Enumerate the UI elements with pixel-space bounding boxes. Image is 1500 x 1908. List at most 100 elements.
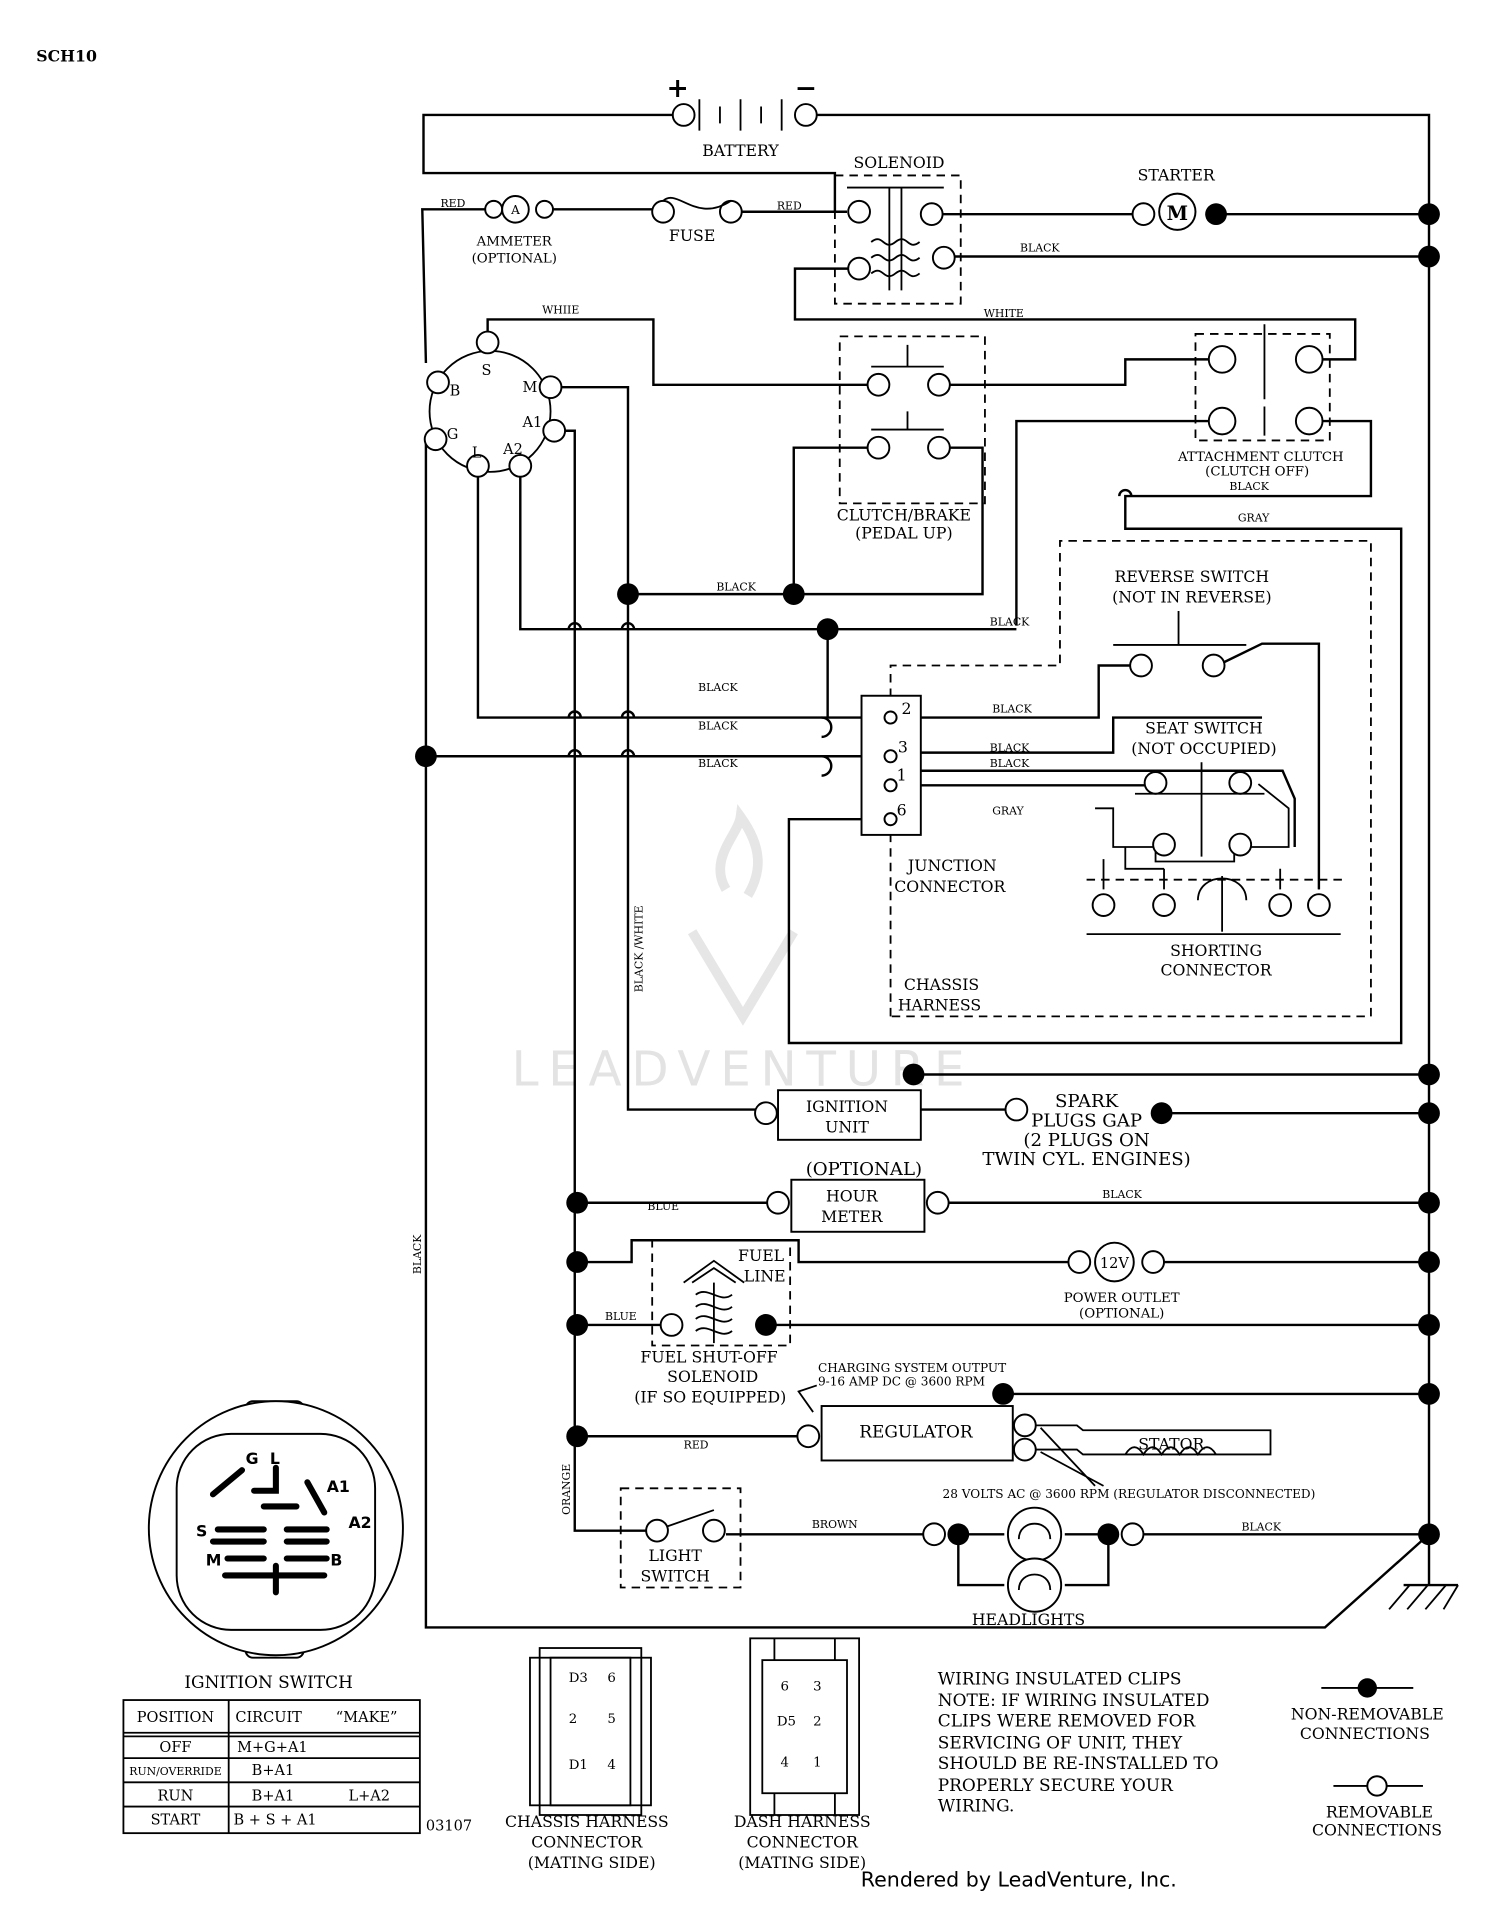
note-line-5: SHOULD BE RE-INSTALLED TO (938, 1753, 1219, 1773)
reverse-switch-label: REVERSE SWITCH (1115, 567, 1270, 586)
charging-output-value: 9-16 AMP DC @ 3600 RPM (818, 1374, 985, 1388)
ammeter: A AMMETER (OPTIONAL) (472, 195, 557, 267)
starter-label: STARTER (1138, 165, 1216, 184)
wire-label-black-5: BLACK (698, 720, 738, 733)
chassis-harness-label: CHASSIS (904, 975, 979, 994)
power-outlet-symbol: 12V (1100, 1256, 1129, 1272)
power-outlet-label: POWER OUTLET (1064, 1291, 1180, 1306)
row-start-position: START (151, 1813, 201, 1829)
headlights: HEADLIGHTS (922, 1506, 1145, 1629)
chassis-pin-6: 6 (607, 1671, 615, 1686)
note-line-4: SERVICING OF UNIT, THEY (938, 1732, 1183, 1752)
seat-switch-label: SEAT SWITCH (1145, 718, 1263, 737)
note-line-3: CLIPS WERE REMOVED FOR (938, 1711, 1197, 1731)
fuel-shutoff-label: FUEL SHUT-OFF (640, 1347, 777, 1366)
figure-number: 03107 (426, 1819, 472, 1835)
attachment-clutch-sub: (CLUTCH OFF) (1205, 465, 1309, 480)
light-switch-sub: SWITCH (641, 1566, 710, 1585)
legend-removable: REMOVABLE (1326, 1802, 1433, 1821)
watermark-logo (687, 804, 798, 1026)
spark-line-2: PLUGS GAP (1031, 1111, 1142, 1132)
row-off-circuit: M+G+A1 (237, 1740, 308, 1756)
term-g: G (447, 427, 459, 443)
fuel-shutoff-sub: SOLENOID (667, 1367, 758, 1386)
row-run-position: RUN (158, 1788, 194, 1804)
doc-code: SCH10 (36, 47, 97, 66)
wire-label-white-2: WHITE (984, 307, 1024, 320)
battery: + − BATTERY (666, 73, 818, 160)
wire-label-blue-1: BLUE (647, 1200, 679, 1213)
row-start-circuit: B + S + A1 (234, 1813, 317, 1829)
solenoid-label: SOLENOID (854, 153, 945, 172)
term-a1: A1 (522, 415, 543, 431)
dash-pin-d5: D5 (777, 1714, 796, 1729)
ignition-unit: IGNITION UNIT (754, 1089, 1029, 1141)
junction-connector: 2 3 1 6 JUNCTION CONNECTOR (860, 694, 1007, 896)
chassis-harness: CHASSIS HARNESS (889, 539, 1372, 1018)
wiring-note: WIRING INSULATED CLIPS NOTE: IF WIRING I… (938, 1668, 1219, 1815)
wire-label-black-2: BLACK (990, 616, 1030, 629)
chassis-pin-d1: D1 (569, 1758, 588, 1773)
clutch-brake-label: CLUTCH/BRAKE (837, 505, 971, 524)
wire-label-black-left: BLACK (411, 1234, 424, 1274)
fuse: FUSE (651, 196, 743, 245)
wire-labels: RED RED BLACK WHIIE WHITE BLACK GRAY BLA… (411, 197, 1282, 1534)
fuse-label: FUSE (669, 226, 715, 245)
note-line-7: WIRING. (938, 1795, 1015, 1815)
shorting-sub: CONNECTOR (1160, 960, 1272, 979)
face-label-l: L (270, 1449, 280, 1468)
watermark-text: LEADVENTURE (512, 1041, 975, 1097)
junction-label: JUNCTION (906, 856, 997, 875)
dash-pin-4: 4 (780, 1756, 788, 1771)
stator-label: STATOR (1138, 1435, 1205, 1454)
dash-connector-sub: CONNECTOR (747, 1833, 859, 1852)
term-l: L (472, 445, 482, 461)
reverse-switch: REVERSE SWITCH (NOT IN REVERSE) (1112, 567, 1272, 678)
stator-volts: 28 VOLTS AC @ 3600 RPM (REGULATOR DISCON… (943, 1487, 1316, 1501)
wire-label-gray-1: GRAY (1238, 512, 1270, 525)
legend-nonremovable-sub: CONNECTIONS (1300, 1724, 1430, 1743)
wire-label-black-1: BLACK (716, 580, 756, 593)
hour-meter-optional: (OPTIONAL) (806, 1159, 922, 1180)
ignition-switch-face: G L A1 S A2 M B (147, 1400, 404, 1659)
power-outlet: 12V POWER OUTLET (OPTIONAL) (1064, 1241, 1180, 1322)
wire-label-black-7: BLACK (698, 757, 738, 770)
face-label-s: S (196, 1522, 207, 1541)
wire-label-white-1: WHIIE (542, 303, 579, 316)
legend: NON-REMOVABLE CONNECTIONS REMOVABLE CONN… (1291, 1678, 1444, 1840)
spark-line-3: (2 PLUGS ON (1023, 1130, 1149, 1151)
power-outlet-sub: (OPTIONAL) (1079, 1307, 1164, 1322)
hour-meter-label: HOUR (826, 1187, 879, 1206)
wire-label-brown: BROWN (812, 1518, 858, 1531)
wire-label-red-3: RED (684, 1438, 709, 1451)
row-run-make: L+A2 (348, 1788, 390, 1804)
ignition-switch-terminals: S B M A1 G L A2 (423, 330, 567, 478)
battery-plus: + (666, 73, 688, 104)
dash-harness-connector: 6 3 D5 2 4 1 DASH HARNESS CONNECTOR (MAT… (734, 1637, 871, 1872)
crossovers (567, 488, 1133, 777)
dash-connector-label: DASH HARNESS (734, 1812, 871, 1831)
regulator-label: REGULATOR (859, 1421, 974, 1441)
term-s: S (481, 363, 491, 379)
legend-nonremovable: NON-REMOVABLE (1291, 1704, 1444, 1723)
th-position: POSITION (137, 1710, 215, 1726)
fuel-line-label: FUEL (738, 1246, 785, 1265)
wire-label-black-sol: BLACK (1020, 242, 1060, 255)
junction-pin-6: 6 (897, 801, 907, 820)
attachment-clutch-switch: ATTACHMENT CLUTCH (CLUTCH OFF) (1177, 324, 1344, 480)
wire-label-black-hl: BLACK (1241, 1521, 1281, 1534)
face-label-m: M (206, 1551, 222, 1570)
term-m: M (523, 380, 538, 396)
wire-label-orange: ORANGE (560, 1464, 573, 1515)
ammeter-optional: (OPTIONAL) (472, 252, 557, 267)
row-runoverride-position: RUN/OVERRIDE (129, 1765, 221, 1778)
junction-pin-3: 3 (898, 738, 908, 757)
chassis-pin-2: 2 (569, 1712, 577, 1727)
clutch-brake-sub: (PEDAL UP) (855, 523, 953, 542)
solenoid: SOLENOID (833, 153, 962, 305)
battery-label: BATTERY (702, 141, 779, 160)
term-a2: A2 (502, 442, 523, 458)
wire-label-red-1: RED (440, 197, 465, 210)
row-off-position: OFF (159, 1740, 191, 1756)
